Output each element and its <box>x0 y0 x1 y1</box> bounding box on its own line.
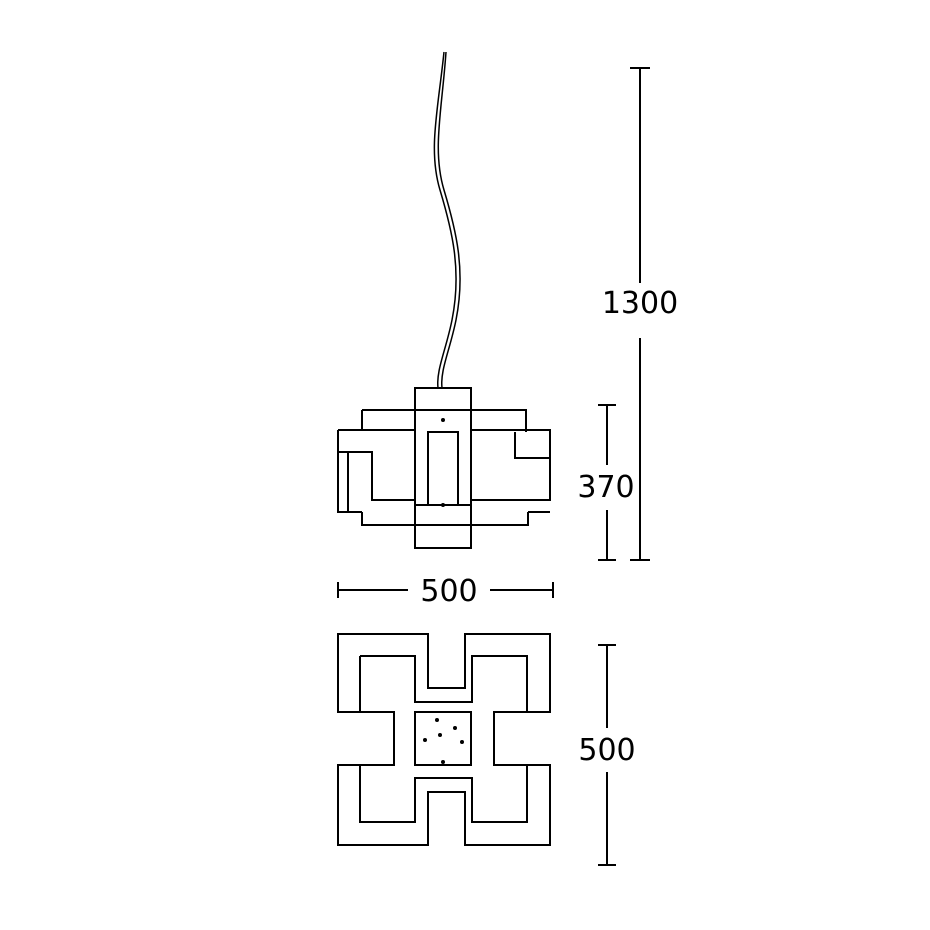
shade-width-label: 500 <box>420 574 477 609</box>
plan-depth-label: 500 <box>578 733 635 768</box>
shade-height-label: 370 <box>577 470 634 505</box>
lamp-plan-view <box>337 633 551 846</box>
lamp-elevation-view <box>337 387 551 549</box>
total-height-label: 1300 <box>602 286 678 321</box>
dimension-shade-width: 500 <box>337 574 554 609</box>
dimension-shade-height: 370 <box>577 404 635 561</box>
dimension-plan-depth: 500 <box>578 644 636 866</box>
dimension-total-height: 1300 <box>602 67 678 561</box>
suspension-cable <box>433 51 461 389</box>
